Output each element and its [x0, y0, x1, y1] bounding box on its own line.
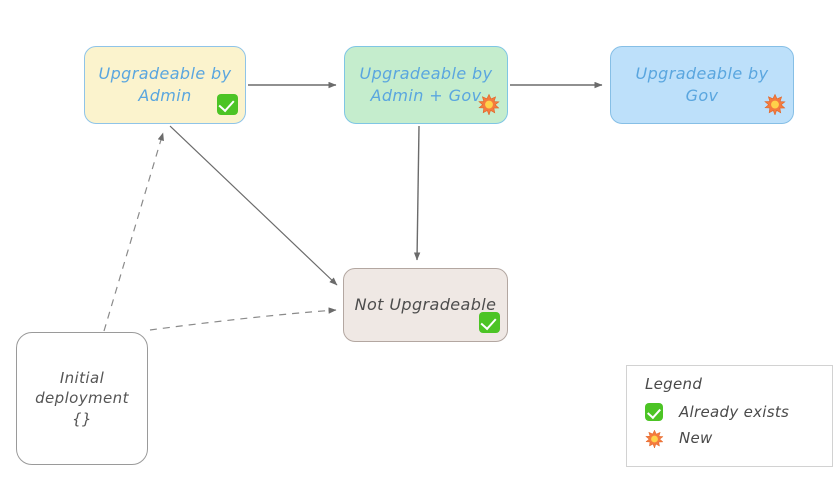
already-exists-check-icon	[645, 403, 671, 421]
new-burst-icon	[478, 93, 500, 119]
node-label: Not Upgradeable	[354, 295, 497, 315]
legend-item-new: New	[645, 425, 832, 451]
node-upgradeable-by-admin-and-gov[interactable]: Upgradeable by Admin + Gov	[344, 46, 508, 124]
edge-admin-to-notupgradeable	[169, 125, 338, 286]
legend-title: Legend	[645, 375, 703, 393]
edge-initial-to-admin	[103, 132, 164, 332]
already-exists-check-icon	[217, 94, 238, 119]
edge-initial-to-notupgradeable	[149, 307, 337, 331]
already-exists-check-icon	[479, 312, 500, 337]
legend-item-label: New	[679, 429, 713, 447]
node-label: Initial deployment {}	[35, 369, 129, 428]
new-burst-icon	[645, 429, 671, 448]
edge-admingov-to-notupgradeable	[413, 125, 421, 261]
node-label: Upgradeable by Gov	[635, 64, 769, 105]
node-upgradeable-by-gov[interactable]: Upgradeable by Gov	[610, 46, 794, 124]
node-initial-deployment[interactable]: Initial deployment {}	[16, 332, 148, 465]
node-not-upgradeable[interactable]: Not Upgradeable	[343, 268, 508, 342]
legend-item-label: Already exists	[679, 403, 790, 421]
node-label: Upgradeable by Admin	[98, 64, 232, 105]
node-label: Upgradeable by Admin + Gov	[359, 64, 493, 105]
legend-box: Legend Already exists New	[626, 365, 833, 467]
new-burst-icon	[764, 93, 786, 119]
legend-item-already-exists: Already exists	[645, 399, 832, 425]
node-upgradeable-by-admin[interactable]: Upgradeable by Admin	[84, 46, 246, 124]
